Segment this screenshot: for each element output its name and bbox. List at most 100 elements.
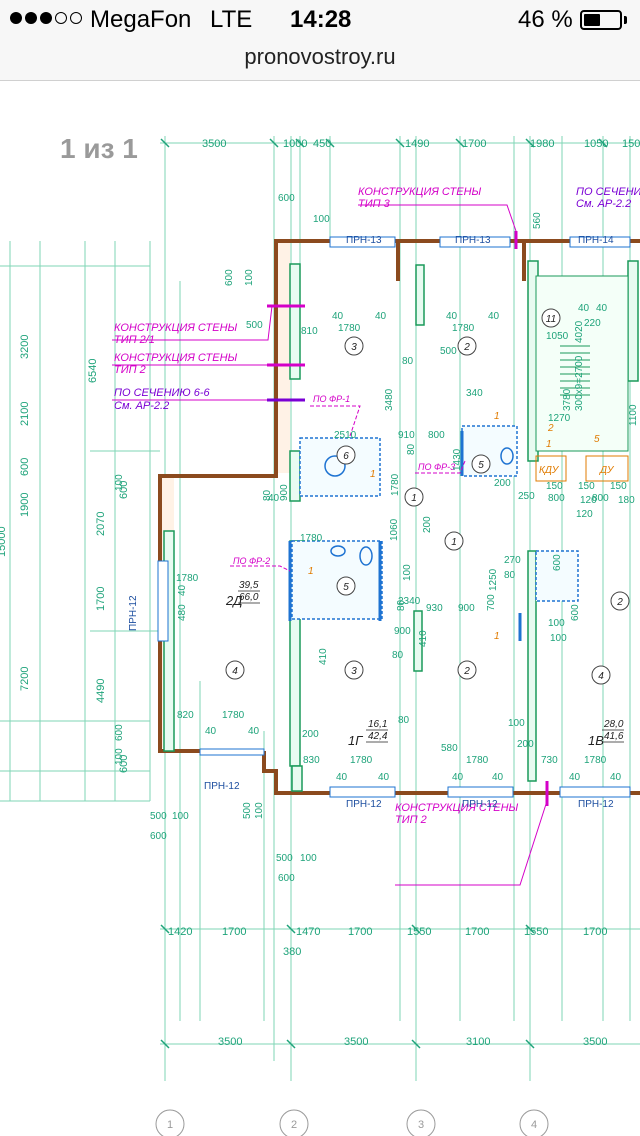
dim-top-5: 1700 [462, 138, 486, 150]
signal-dot [10, 12, 22, 24]
dim-100j: 100 [548, 618, 565, 629]
floor-plan-drawing[interactable]: 3500 1000 450 1490 1700 1980 1050 150 32… [0, 81, 640, 1136]
apartment-2d-total-area: 66,0 [239, 592, 259, 603]
dim-bottom-1550b: 1550 [524, 926, 548, 938]
stair-mark-5: 5 [594, 434, 600, 445]
dim-1100: 1100 [628, 404, 639, 426]
room-2-right: 2 [616, 597, 623, 608]
room-1-a: 1 [411, 493, 417, 504]
dim-600a: 600 [278, 193, 295, 204]
dim-410a: 410 [318, 648, 329, 665]
dim-40h: 40 [378, 772, 390, 783]
dim-150b: 150 [578, 481, 595, 492]
label-wall-type-21-line1: КОНСТРУКЦИЯ СТЕНЫ [114, 322, 238, 334]
room-1-b: 1 [451, 537, 457, 548]
fixture-mark-1e: 1 [494, 631, 500, 642]
apartment-1g-living-area: 16,1 [368, 719, 387, 730]
dim-600e: 600 [278, 873, 295, 884]
dim-40d: 40 [488, 311, 500, 322]
dim-left-7200: 7200 [19, 667, 31, 691]
dim-40p: 40 [268, 493, 280, 504]
axis-label-1: 1 [167, 1119, 173, 1131]
dim-560: 560 [532, 212, 543, 229]
dim-180: 180 [618, 495, 635, 506]
dim-1780b: 1780 [452, 323, 475, 334]
label-wall-type-3-line1: КОНСТРУКЦИЯ СТЕНЫ [358, 186, 482, 198]
apartment-2d-living-area: 39,5 [239, 580, 259, 591]
stair-3780: 3780 [562, 388, 573, 411]
battery-fill [584, 14, 600, 26]
stair-1050: 1050 [546, 331, 569, 342]
document-viewer[interactable]: 3500 1000 450 1490 1700 1980 1050 150 32… [0, 81, 640, 1136]
dim-120: 120 [580, 495, 597, 506]
dim-inner-2070: 2070 [95, 512, 107, 536]
dim-340: 340 [466, 388, 483, 399]
dim-500c: 500 [150, 811, 167, 822]
dim-40k: 40 [569, 772, 581, 783]
fixture-mark-1d: 1 [546, 439, 552, 450]
dim-40n: 40 [596, 303, 608, 314]
window-prn12-bottom-4: ПРН-12 [578, 799, 614, 810]
label-wall-type-2-line2: ТИП 2 [114, 364, 146, 376]
address-bar[interactable]: pronovostroy.ru [0, 40, 640, 81]
dim-1780h: 1780 [176, 573, 199, 584]
carrier-name: MegaFon [90, 6, 192, 33]
dim-left-3200: 3200 [19, 335, 31, 359]
dim-600g: 600 [570, 604, 581, 621]
dim-1780a: 1780 [338, 323, 361, 334]
window-prn13-a: ПРН-13 [346, 235, 382, 246]
dim-810: 810 [301, 326, 318, 337]
dim-3480: 3480 [384, 388, 395, 411]
room-11: 11 [546, 314, 556, 325]
status-bar: MegaFon LTE 14:28 46 % [0, 0, 640, 40]
dim-40f: 40 [248, 726, 260, 737]
dim-200c: 200 [517, 739, 534, 750]
room-5-mid: 5 [343, 582, 349, 593]
stair-du-label: ДУ [599, 465, 615, 476]
dim-500a: 500 [246, 320, 263, 331]
dim-left-6540: 6540 [87, 359, 99, 383]
dim-bottom2-3100: 3100 [466, 1036, 490, 1048]
url-text[interactable]: pronovostroy.ru [244, 44, 396, 69]
dim-80d: 80 [504, 570, 516, 581]
window-prn14: ПРН-14 [578, 235, 614, 246]
dim-730: 730 [541, 755, 558, 766]
dim-820: 820 [177, 710, 194, 721]
battery-tip [624, 16, 627, 24]
room-4-left: 4 [232, 666, 238, 677]
dim-800b: 800 [548, 493, 565, 504]
room-6: 6 [343, 451, 349, 462]
dim-inner-1700: 1700 [95, 587, 107, 611]
dim-left-2100: 2100 [19, 402, 31, 426]
dim-100g: 100 [254, 802, 265, 819]
dim-830: 830 [303, 755, 320, 766]
dim-bottom-1420: 1420 [168, 926, 192, 938]
dim-80c: 80 [262, 489, 273, 501]
window-prn12-bottom-3: ПРН-12 [462, 799, 498, 810]
apartment-2d-type: 2Д [225, 593, 242, 608]
dim-200a: 200 [422, 516, 433, 533]
signal-strength-icon [10, 11, 85, 27]
clock: 14:28 [290, 6, 352, 33]
axis-bubble-2 [279, 1109, 309, 1136]
fixture-mark-1b: 1 [308, 566, 314, 577]
label-section-66-line1: ПО СЕЧЕНИЮ 6-6 [114, 387, 211, 399]
label-wall-type-3-line2: ТИП 3 [358, 198, 391, 210]
dim-200d: 200 [494, 478, 511, 489]
dim-40o: 40 [177, 584, 188, 596]
apartment-1v-living-area: 28,0 [603, 719, 624, 730]
dim-80a: 80 [402, 356, 414, 367]
dim-100a: 100 [313, 214, 330, 225]
dim-150c: 150 [610, 481, 627, 492]
apartment-1g-type: 1Г [348, 733, 363, 748]
fixture-mark-1c: 1 [494, 411, 500, 422]
axis-bubble-1 [155, 1109, 185, 1136]
dim-inner-600: 600 [118, 481, 130, 499]
dim-top-2: 1000 [283, 138, 307, 150]
window-prn12-bottom-2: ПРН-12 [346, 799, 382, 810]
apartment-1v-total-area: 41,6 [604, 731, 624, 742]
dim-2510: 2510 [334, 430, 357, 441]
stair-code: 4020 [574, 320, 585, 343]
dim-250: 250 [518, 491, 535, 502]
axis-bubble-3 [406, 1109, 436, 1136]
